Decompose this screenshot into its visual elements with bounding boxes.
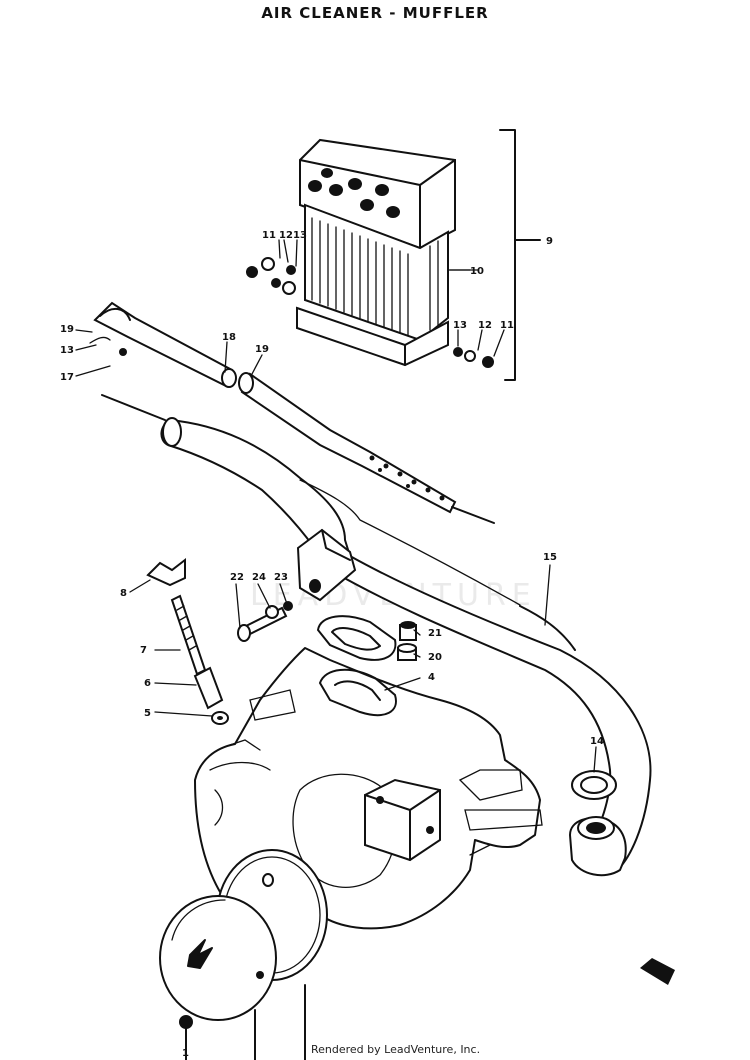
callout-5: 5 [144, 708, 151, 719]
callout-15: 15 [543, 552, 557, 563]
render-credit: Rendered by LeadVenture, Inc. [311, 1043, 481, 1056]
callout-13c: 13 [60, 345, 74, 356]
bracket-bolts [237, 601, 417, 661]
callout-23: 23 [274, 572, 288, 583]
callout-11: 11 [262, 230, 276, 241]
leader-lines [75, 239, 597, 773]
air-cleaner-assembly [246, 129, 541, 381]
callout-1: 1 [182, 1048, 189, 1059]
corner-tag [640, 958, 675, 985]
callout-18: 19 [255, 344, 269, 355]
callout-12b: 12 [478, 320, 492, 331]
inlet-gaskets [316, 615, 397, 717]
callout-13: 13 [293, 230, 307, 241]
callout-11b: 11 [500, 320, 514, 331]
callout-24: 24 [252, 572, 266, 583]
callout-9: 9 [546, 236, 553, 247]
callout-17: 18 [222, 332, 236, 343]
callout-20: 20 [428, 652, 442, 663]
callout-19: 19 [60, 324, 74, 335]
callout-21: 21 [428, 628, 442, 639]
callout-13b: 13 [453, 320, 467, 331]
callout-14: 14 [590, 736, 604, 747]
callout-16: 17 [60, 372, 74, 383]
diagram-title: AIR CLEANER - MUFFLER [261, 4, 489, 22]
muffler-seals [568, 770, 627, 877]
silencer-tube [238, 372, 495, 524]
inlet-tube [89, 301, 237, 388]
stud-hardware [146, 557, 229, 725]
callout-6: 6 [144, 678, 151, 689]
callout-4: 4 [428, 672, 435, 683]
callout-22: 22 [230, 572, 244, 583]
callout-8: 8 [120, 588, 127, 599]
side-cover [159, 849, 328, 1060]
callout-7: 7 [140, 645, 147, 656]
callout-10: 10 [470, 266, 484, 277]
callout-numbers: 9 11 12 13 10 13 12 11 18 19 19 13 17 15… [60, 230, 604, 1059]
callout-12: 12 [279, 230, 293, 241]
